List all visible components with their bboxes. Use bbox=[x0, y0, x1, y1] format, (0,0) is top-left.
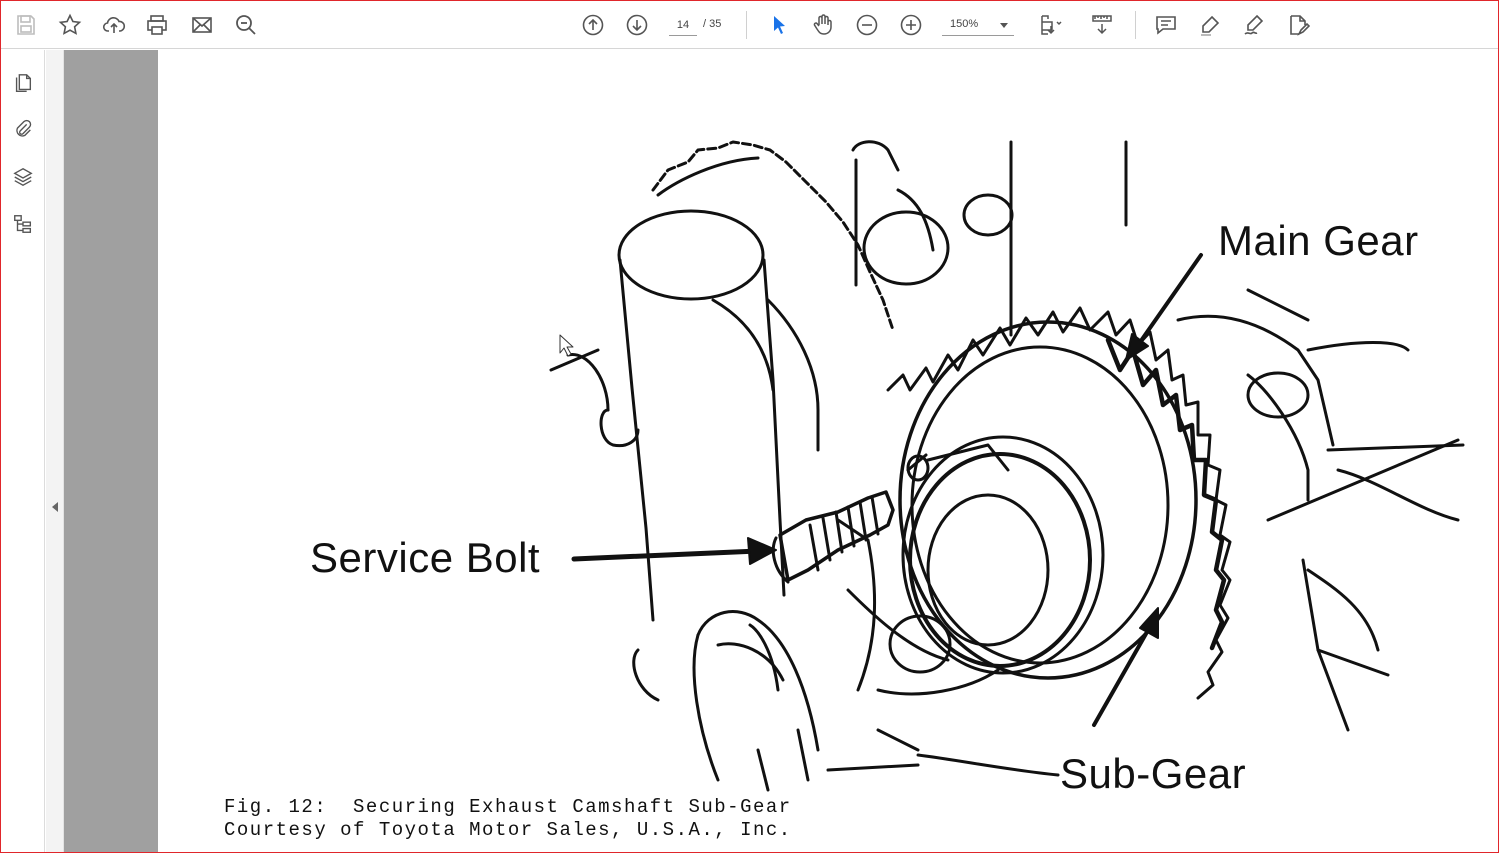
document-page: Main Gear Service Bolt Sub-Gear Fig. 12:… bbox=[158, 50, 1498, 852]
prev-page-icon[interactable] bbox=[578, 10, 608, 40]
toolbar: / 35 150% bbox=[1, 1, 1498, 49]
select-cursor-icon[interactable] bbox=[764, 10, 794, 40]
scroll-mode-icon[interactable] bbox=[1087, 10, 1117, 40]
save-icon[interactable] bbox=[11, 10, 41, 40]
service-bolt-label: Service Bolt bbox=[310, 534, 541, 581]
toolbar-divider bbox=[746, 11, 747, 39]
hand-tool-icon[interactable] bbox=[808, 10, 838, 40]
page-total: / 35 bbox=[703, 18, 722, 30]
page-thumbnails-icon[interactable] bbox=[9, 69, 37, 97]
draw-signature-icon[interactable] bbox=[1239, 10, 1269, 40]
chevron-left-icon bbox=[52, 502, 58, 512]
fill-sign-icon[interactable] bbox=[1283, 10, 1313, 40]
mail-icon[interactable] bbox=[187, 10, 217, 40]
chevron-down-icon bbox=[1000, 23, 1008, 28]
viewer-gutter bbox=[64, 50, 158, 852]
left-rail bbox=[1, 50, 45, 852]
bookmark-star-icon[interactable] bbox=[55, 10, 85, 40]
zoom-in-icon[interactable] bbox=[896, 10, 926, 40]
sidebar-collapse-handle[interactable] bbox=[46, 50, 64, 852]
zoom-out-icon[interactable] bbox=[852, 10, 882, 40]
figure-credit: Courtesy of Toyota Motor Sales, U.S.A., … bbox=[224, 819, 792, 841]
layers-icon[interactable] bbox=[9, 163, 37, 191]
page-number-input[interactable] bbox=[669, 14, 697, 36]
sub-gear-label: Sub-Gear bbox=[1060, 750, 1247, 797]
comment-icon[interactable] bbox=[1151, 10, 1181, 40]
print-icon[interactable] bbox=[142, 10, 172, 40]
zoom-select[interactable]: 150% bbox=[942, 14, 1014, 36]
find-zoom-icon[interactable] bbox=[231, 10, 261, 40]
bookmarks-tree-icon[interactable] bbox=[9, 210, 37, 238]
page-display-icon[interactable] bbox=[1035, 10, 1065, 40]
main-gear-label: Main Gear bbox=[1218, 217, 1419, 264]
toolbar-divider bbox=[1135, 11, 1136, 39]
camshaft-gear-illustration bbox=[549, 140, 1465, 792]
attachments-icon[interactable] bbox=[9, 115, 37, 143]
figure-caption: Fig. 12: Securing Exhaust Camshaft Sub-G… bbox=[224, 796, 792, 818]
next-page-icon[interactable] bbox=[622, 10, 652, 40]
highlight-pen-icon[interactable] bbox=[1195, 10, 1225, 40]
upload-cloud-icon[interactable] bbox=[99, 10, 129, 40]
zoom-value: 150% bbox=[950, 18, 979, 30]
